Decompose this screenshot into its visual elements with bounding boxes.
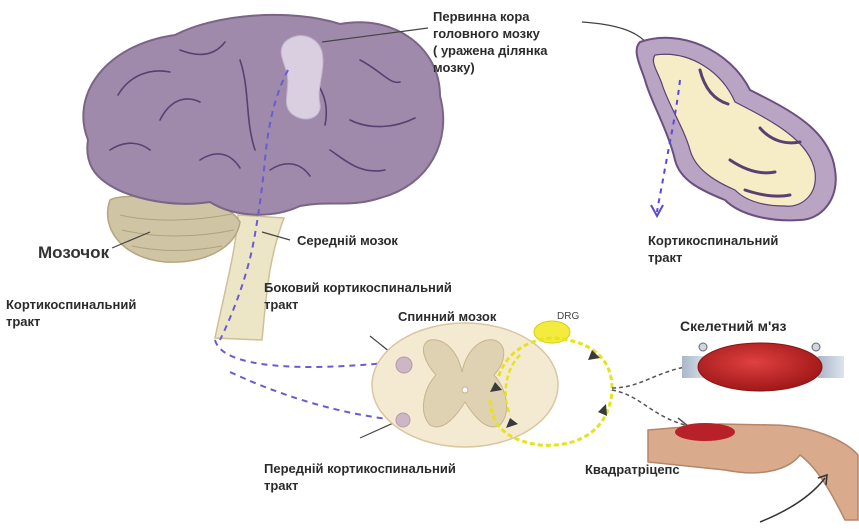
muscle-attachment-right xyxy=(812,343,820,351)
skeletal-muscle-shape xyxy=(698,343,822,391)
anterior-tract-dot xyxy=(396,413,410,427)
primary-cortex-line3: ( уражена ділянка xyxy=(433,42,547,59)
lateral-tract-dot xyxy=(396,357,412,373)
nerve-to-muscle-lower xyxy=(612,390,685,425)
label-corticospinal-right: Кортикоспинальний тракт xyxy=(648,232,778,266)
cortico-left-line1: Кортикоспинальний xyxy=(6,296,136,313)
label-anterior-tract: Передній кортикоспинальний тракт xyxy=(264,460,456,494)
label-corticospinal-left: Кортикоспинальний тракт xyxy=(6,296,136,330)
label-midbrain: Середній мозок xyxy=(297,232,398,249)
primary-cortex-line4: мозку) xyxy=(433,59,547,76)
cortico-right-line2: тракт xyxy=(648,249,778,266)
tract-path-cord-anterior xyxy=(230,372,395,420)
lesion-area xyxy=(281,36,323,119)
cortico-right-line1: Кортикоспинальний xyxy=(648,232,778,249)
cerebrum xyxy=(83,15,443,215)
label-cerebellum: Мозочок xyxy=(38,243,109,263)
label-drg: DRG xyxy=(557,308,579,325)
label-spinal-cord: Спинний мозок xyxy=(398,308,496,325)
anterior-line1: Передній кортикоспинальний xyxy=(264,460,456,477)
primary-cortex-line2: головного мозку xyxy=(433,25,547,42)
cortico-left-line2: тракт xyxy=(6,313,136,330)
central-canal xyxy=(462,387,468,393)
lateral-line1: Боковий кортикоспинальний xyxy=(264,279,452,296)
anterior-line2: тракт xyxy=(264,477,456,494)
muscle-attachment-left xyxy=(699,343,707,351)
primary-cortex-line1: Первинна кора xyxy=(433,8,547,25)
label-primary-cortex: Первинна кора головного мозку ( уражена … xyxy=(433,8,547,76)
kick-arrow xyxy=(760,478,825,522)
label-skeletal-muscle: Скелетний м'яз xyxy=(680,318,786,335)
nerve-to-muscle-upper xyxy=(612,366,690,388)
tract-path-cord-lateral xyxy=(215,340,395,367)
quadriceps-muscle xyxy=(675,423,735,441)
label-quadriceps: Квадратріцепс xyxy=(585,461,680,478)
